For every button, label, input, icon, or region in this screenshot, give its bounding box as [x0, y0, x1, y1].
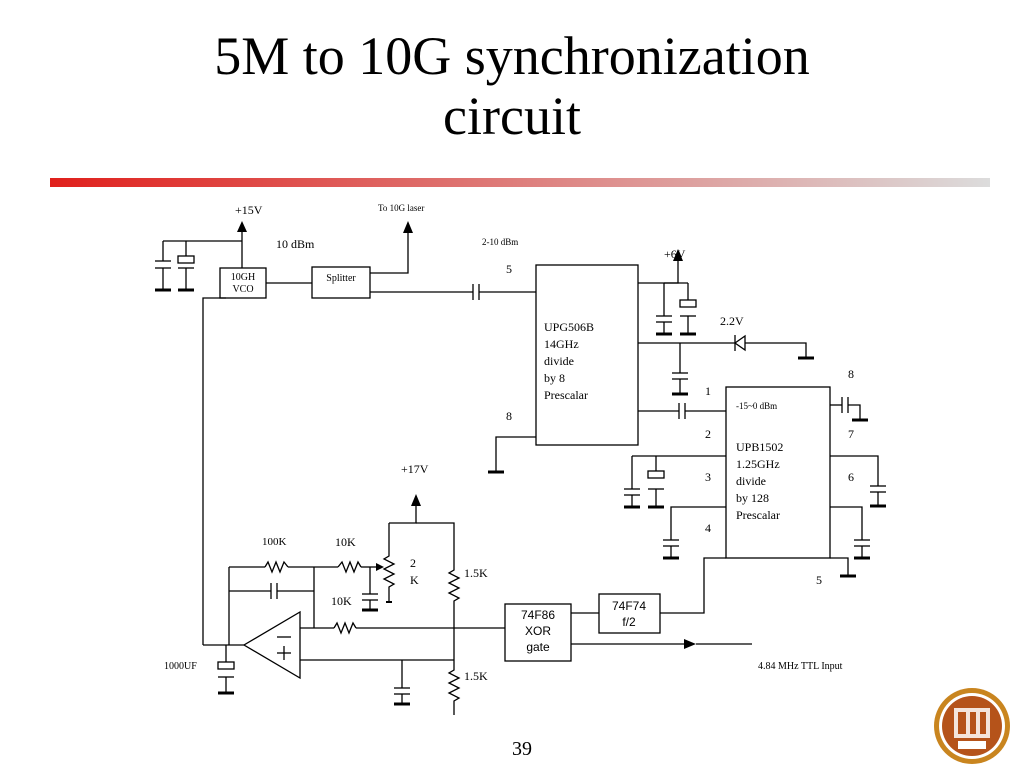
upb-label-line1: UPB1502	[736, 440, 783, 454]
label-ttl-input: 4.84 MHz TTL Input	[758, 661, 843, 672]
arrow-right-icon	[684, 639, 696, 649]
f74-label-line1: 74F74	[612, 599, 646, 613]
arrow-up-icon	[411, 494, 421, 506]
label-10dbm: 10 dBm	[276, 237, 315, 251]
upg-label-line2: 14GHz	[544, 337, 579, 351]
upb-pin4-label: 4	[705, 521, 711, 535]
xor-label-line2: XOR	[525, 624, 551, 638]
upb-pin5-label: 5	[816, 573, 822, 587]
vco-label-line1: 10GH	[231, 272, 255, 283]
upb-pin3-label: 3	[705, 470, 711, 484]
label-1000uf: 1000UF	[164, 661, 197, 672]
upg-pin8-label: 8	[506, 409, 512, 423]
upg-label-line4: by 8	[544, 371, 565, 385]
supply-15v	[155, 221, 247, 292]
upg-pin5-label: 5	[506, 262, 512, 276]
label-plus17v: +17V	[401, 462, 429, 476]
university-seal-logo	[934, 688, 1010, 764]
label-2-10dbm: 2-10 dBm	[482, 237, 518, 247]
label-r100k: 100K	[262, 536, 287, 548]
splitter-label: Splitter	[326, 273, 356, 284]
f74-label-line2: f/2	[622, 615, 636, 629]
title-line-2: circuit	[443, 86, 581, 146]
label-to-10g-laser: To 10G laser	[378, 203, 424, 213]
arrow-up-icon	[237, 221, 247, 232]
upb-pin7-label: 7	[848, 427, 854, 441]
label-r10k-lower: 10K	[331, 594, 352, 608]
upg-label-line3: divide	[544, 354, 574, 368]
upg-label-line1: UPG506B	[544, 320, 594, 334]
upb-pin2-label: 2	[705, 427, 711, 441]
label-r10k-upper: 10K	[335, 535, 356, 549]
pot-label-k: K	[410, 573, 419, 587]
splitter-box	[311, 266, 371, 299]
upb-label-line4: by 128	[736, 491, 769, 505]
upb-pin8-label: 8	[848, 367, 854, 381]
upb-dbm-label: -15~0 dBm	[736, 401, 777, 411]
pot-label-2: 2	[410, 556, 416, 570]
xor-label-line3: gate	[526, 640, 550, 654]
upb-label-line2: 1.25GHz	[736, 457, 780, 471]
title-line-1: 5M to 10G synchronization	[214, 26, 810, 86]
slide-title: 5M to 10G synchronization circuit	[0, 26, 1024, 146]
accent-gradient-bar	[50, 178, 990, 187]
label-r15k-upper: 1.5K	[464, 566, 488, 580]
page-number: 39	[512, 738, 532, 760]
label-plus6v: +6V	[664, 247, 686, 261]
vco-label-line2: VCO	[232, 284, 253, 295]
label-plus15v: +15V	[235, 203, 263, 217]
upb-pin1-label: 1	[705, 384, 711, 398]
arrow-up-icon	[403, 221, 413, 233]
label-2v2: 2.2V	[720, 314, 744, 328]
upb-label-line3: divide	[736, 474, 766, 488]
upb1502-box	[725, 386, 831, 559]
upb-label-line5: Prescalar	[736, 508, 780, 522]
arrow-up-icon	[673, 249, 683, 261]
label-r15k-lower: 1.5K	[464, 669, 488, 683]
upg-label-line5: Prescalar	[544, 388, 588, 402]
upg506b-box	[535, 264, 639, 446]
xor-label-line1: 74F86	[521, 608, 555, 622]
upb-pin6-label: 6	[848, 470, 854, 484]
xor-gate-box	[504, 603, 572, 662]
opamp-triangle	[242, 610, 301, 680]
